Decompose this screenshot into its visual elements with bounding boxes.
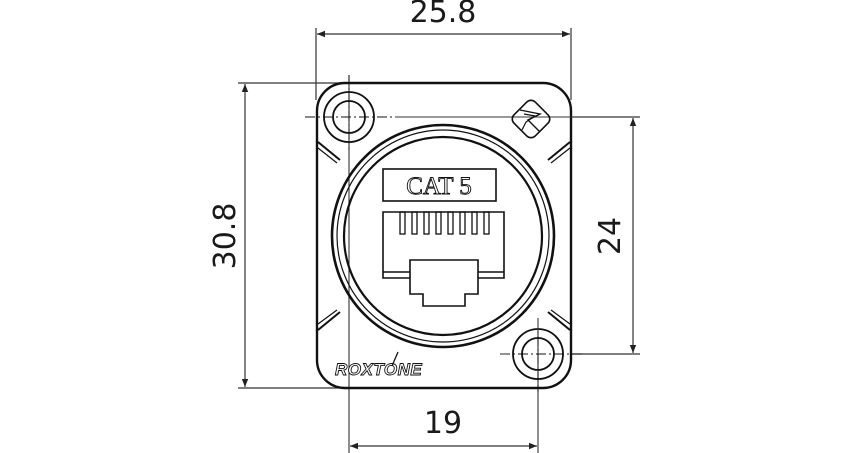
dimension-hole-vertical-spacing: 24 <box>570 116 640 355</box>
hole-horizontal-spacing-label: 19 <box>424 406 462 441</box>
brand-name: ROXTONE <box>335 351 422 379</box>
hole-vertical-spacing-label: 24 <box>593 217 628 255</box>
mounting-hole-bottom-right <box>500 318 585 392</box>
rj45-jack-icon <box>382 211 505 307</box>
mounting-hole-top-left <box>305 75 395 150</box>
connector-round-housing <box>330 123 556 349</box>
cat5-label: CAT 5 <box>406 173 472 200</box>
dimension-overall-height: 30.8 <box>208 82 345 389</box>
overall-width-label: 25.8 <box>410 0 477 30</box>
dimension-overall-width: 25.8 <box>315 0 572 100</box>
brand-logo-icon <box>511 99 551 139</box>
brand-label: ROXTONE <box>335 360 422 379</box>
connector-flange <box>315 81 573 390</box>
overall-height-label: 30.8 <box>208 203 243 270</box>
cat5-label-box: CAT 5 <box>382 168 497 202</box>
dimension-hole-horizontal-spacing: 19 <box>348 75 539 453</box>
